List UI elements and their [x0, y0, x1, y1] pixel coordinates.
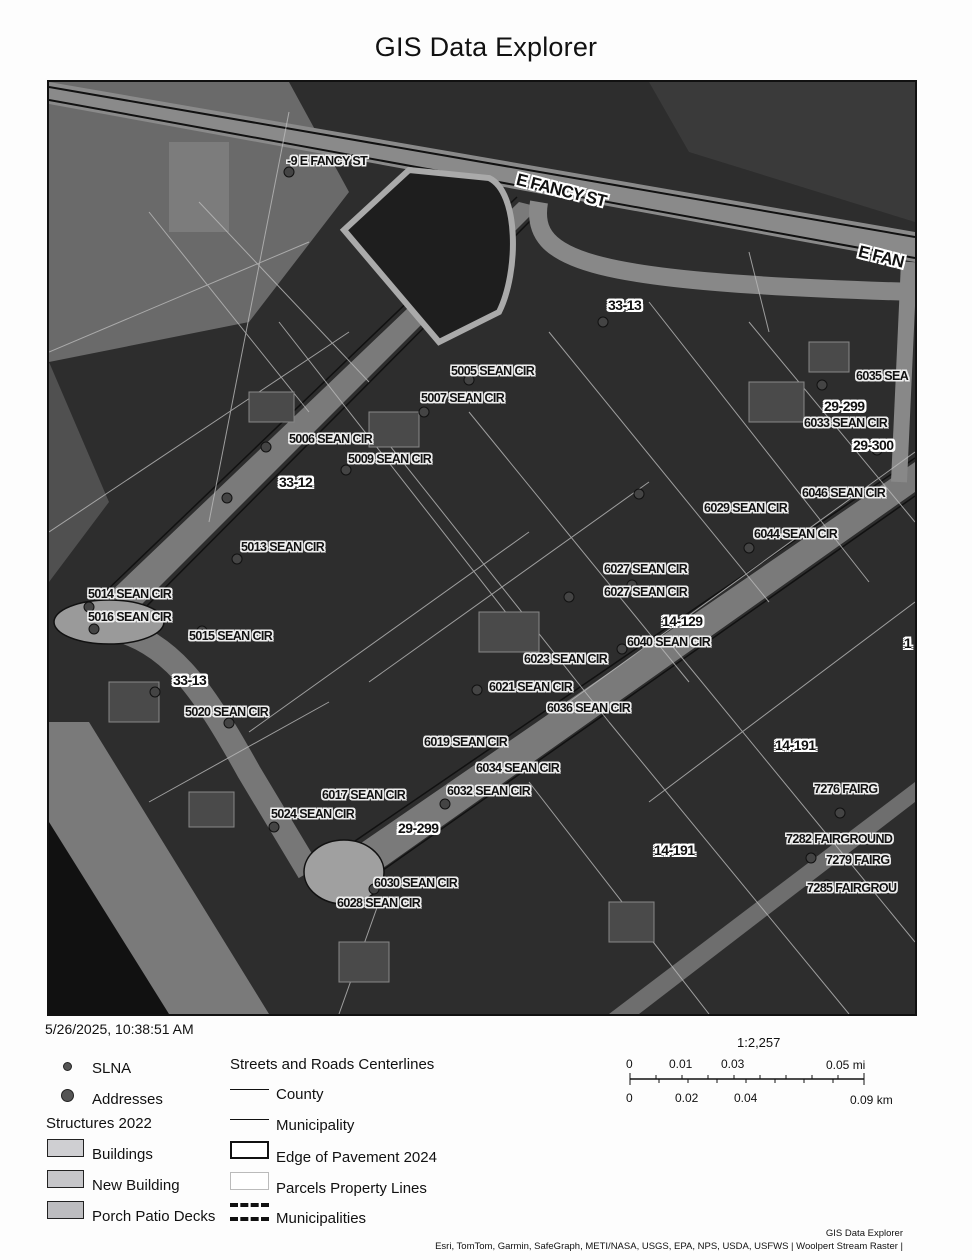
address-label[interactable]: 6040 SEAN CIR	[627, 635, 711, 649]
address-label[interactable]: 6035 SEA	[856, 369, 909, 383]
address-label[interactable]: 6023 SEAN CIR	[524, 652, 608, 666]
legend-structures-title: Structures 2022	[46, 1115, 152, 1132]
municipality-line-icon	[230, 1119, 269, 1120]
legend-slna-label: SLNA	[92, 1060, 132, 1077]
address-label[interactable]: 5006 SEAN CIR	[289, 432, 373, 446]
scale-km-tick: 0	[626, 1091, 633, 1105]
parcel-label[interactable]: 29-299	[398, 820, 439, 836]
porch-swatch-icon	[47, 1201, 84, 1219]
address-label[interactable]: 6046 SEAN CIR	[802, 486, 886, 500]
address-label[interactable]: 6036 SEAN CIR	[547, 701, 631, 715]
county-line-icon	[230, 1089, 269, 1090]
parcel-label[interactable]: 1	[904, 635, 912, 651]
address-label[interactable]: 7279 FAIRG	[826, 853, 890, 867]
page-title: GIS Data Explorer	[374, 32, 598, 62]
scale-mi-tick: 0.01	[669, 1057, 693, 1071]
scale-km-tick: 0.09 km	[850, 1093, 893, 1107]
address-label[interactable]: 5009 SEAN CIR	[348, 452, 432, 466]
address-dot-icon	[61, 1089, 74, 1102]
address-label[interactable]: 5014 SEAN CIR	[88, 587, 172, 601]
address-label[interactable]: 5020 SEAN CIR	[185, 705, 269, 719]
address-label[interactable]: 6017 SEAN CIR	[322, 788, 406, 802]
legend-addresses-label: Addresses	[92, 1091, 163, 1108]
parcel-label[interactable]: 14-191	[775, 737, 816, 753]
legend-new-building-label: New Building	[92, 1177, 180, 1194]
address-label[interactable]: 6044 SEAN CIR	[754, 527, 838, 541]
address-label[interactable]: -9 E FANCY ST	[287, 154, 368, 168]
legend-porch-label: Porch Patio Decks	[92, 1208, 216, 1225]
parcels-box-icon	[230, 1172, 269, 1190]
address-label[interactable]: 6033 SEAN CIR	[804, 416, 888, 430]
aerial-imagery	[49, 82, 915, 1014]
legend-municipalities-label: Municipalities	[276, 1210, 367, 1227]
credit-sources: Esri, TomTom, Garmin, SafeGraph, METI/NA…	[435, 1241, 903, 1252]
address-label[interactable]: 5016 SEAN CIR	[88, 610, 172, 624]
parcel-label[interactable]: 33-13	[608, 297, 642, 313]
address-label[interactable]: 7276 FAIRG	[814, 782, 878, 796]
legend-county-label: County	[276, 1086, 324, 1103]
address-label[interactable]: 5005 SEAN CIR	[451, 364, 535, 378]
print-timestamp: 5/26/2025, 10:38:51 AM	[45, 1021, 194, 1037]
address-label[interactable]: 6029 SEAN CIR	[704, 501, 788, 515]
scale-bar-graphic	[629, 1073, 865, 1085]
map-viewport[interactable]: E FANCY ST E FAN -9 E FANCY ST 5005 SEAN…	[47, 80, 917, 1016]
edge-of-pavement-box-icon	[230, 1141, 269, 1159]
new-building-swatch-icon	[47, 1170, 84, 1188]
scale-mi-tick: 0.03	[721, 1057, 745, 1071]
legend-edge-of-pavement-label: Edge of Pavement 2024	[276, 1149, 437, 1166]
legend-streets-title: Streets and Roads Centerlines	[230, 1056, 435, 1073]
address-label[interactable]: 5015 SEAN CIR	[189, 629, 273, 643]
credit-app-name: GIS Data Explorer	[825, 1228, 903, 1239]
address-label[interactable]: 5013 SEAN CIR	[241, 540, 325, 554]
address-label[interactable]: 6027 SEAN CIR	[604, 562, 688, 576]
legend-parcels-label: Parcels Property Lines	[276, 1180, 427, 1197]
parcel-label[interactable]: 29-300	[853, 437, 894, 453]
address-label[interactable]: 6019 SEAN CIR	[424, 735, 508, 749]
scale-mi-tick: 0	[626, 1057, 633, 1071]
municipalities-dashed-box-icon	[230, 1203, 269, 1221]
address-label[interactable]: 7285 FAIRGROU	[807, 881, 897, 895]
parcel-label[interactable]: 29-299	[824, 398, 865, 414]
buildings-swatch-icon	[47, 1139, 84, 1157]
address-label[interactable]: 7282 FAIRGROUND	[786, 832, 893, 846]
legend-municipality-label: Municipality	[276, 1117, 355, 1134]
scale-km-tick: 0.02	[675, 1091, 699, 1105]
address-label[interactable]: 6034 SEAN CIR	[476, 761, 560, 775]
legend-buildings-label: Buildings	[92, 1146, 153, 1163]
address-label[interactable]: 6021 SEAN CIR	[489, 680, 573, 694]
scale-km-tick: 0.04	[734, 1091, 758, 1105]
address-label[interactable]: 6032 SEAN CIR	[447, 784, 531, 798]
parcel-label[interactable]: 14-191	[654, 842, 695, 858]
scale-mi-tick: 0.05 mi	[826, 1058, 866, 1072]
parcel-label[interactable]: 33-12	[279, 474, 313, 490]
address-label[interactable]: 6030 SEAN CIR	[374, 876, 458, 890]
parcel-label[interactable]: 33-13	[173, 672, 207, 688]
address-label[interactable]: 5007 SEAN CIR	[421, 391, 505, 405]
address-label[interactable]: 6028 SEAN CIR	[337, 896, 421, 910]
scale-ratio: 1:2,257	[737, 1035, 781, 1050]
slna-dot-icon	[63, 1062, 72, 1071]
address-label[interactable]: 5024 SEAN CIR	[271, 807, 355, 821]
address-label[interactable]: 6027 SEAN CIR	[604, 585, 688, 599]
parcel-label[interactable]: 14-129	[662, 613, 703, 629]
